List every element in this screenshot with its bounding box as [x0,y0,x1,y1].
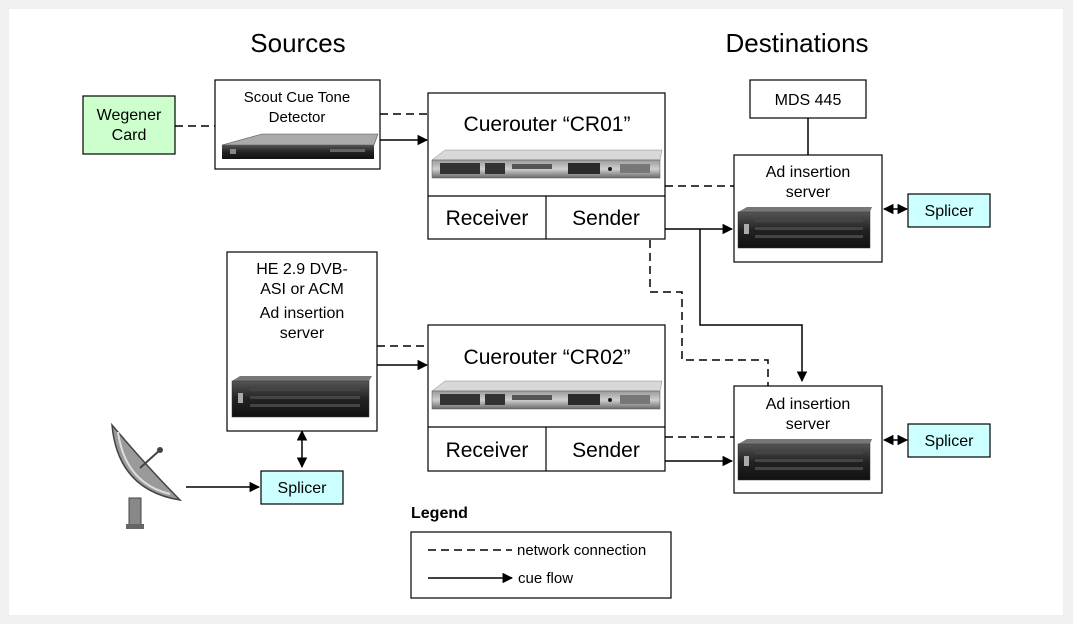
legend: Legend network connection cue flow [410,505,672,599]
scout-line1: Scout Cue Tone [244,89,350,106]
satellite-dish-icon [111,422,183,529]
splicer-top: Splicer [907,193,991,228]
adtop-server-icon [737,207,872,249]
sources-header: Sources [250,28,345,58]
cr02-receiver: Receiver [446,439,529,462]
cuerouter-cr02: Cuerouter “CR02” Receiver Sender [427,324,666,472]
cuerouter-cr01: Cuerouter “CR01” Receiver Sender [427,92,666,240]
adbottom-server-icon [737,439,872,481]
adbottom-line2: server [786,416,831,433]
conn-cr01-adbottom-cue [699,229,808,383]
wegener-line1: Wegener [97,107,162,124]
he-line2: ASI or ACM [260,281,344,298]
ad-insertion-server-bottom: Ad insertion server [733,385,883,494]
he-line4: server [280,325,325,342]
cr01-sender: Sender [572,207,640,230]
he-line1: HE 2.9 DVB- [256,261,348,278]
splicer-bottom-left-label: Splicer [278,480,328,497]
connections [175,113,909,493]
legend-cue-label: cue flow [518,570,573,587]
he-ad-insertion-server: HE 2.9 DVB- ASI or ACM Ad insertion serv… [226,251,378,432]
adbottom-line1: Ad insertion [766,396,851,413]
cr02-sender: Sender [572,439,640,462]
legend-network-label: network connection [517,542,646,559]
adtop-line2: server [786,184,831,201]
cr02-server-icon [431,380,663,410]
wegener-card: Wegener Card [82,95,176,155]
splicer-top-label: Splicer [925,203,975,220]
cr01-server-icon [431,149,663,179]
splicer-bottom-left: Splicer [260,470,344,505]
scout-detector: Scout Cue Tone Detector [214,79,381,170]
mds-445: MDS 445 [749,79,867,119]
splicer-bottom-right-label: Splicer [925,433,975,450]
he-server-icon [231,376,372,418]
mds-label: MDS 445 [775,92,842,109]
scout-device-icon [221,133,379,159]
scout-line2: Detector [269,109,326,126]
ad-insertion-server-top: Ad insertion server [733,154,883,263]
adtop-line1: Ad insertion [766,164,851,181]
wegener-line2: Card [112,127,147,144]
he-line3: Ad insertion [260,305,345,322]
legend-title: Legend [411,505,468,522]
conn-cr01-adbottom-network [649,240,769,386]
destinations-header: Destinations [725,28,868,58]
splicer-bottom-right: Splicer [907,423,991,458]
cr02-title: Cuerouter “CR02” [464,346,631,369]
cr01-title: Cuerouter “CR01” [464,113,631,136]
cr01-receiver: Receiver [446,207,529,230]
